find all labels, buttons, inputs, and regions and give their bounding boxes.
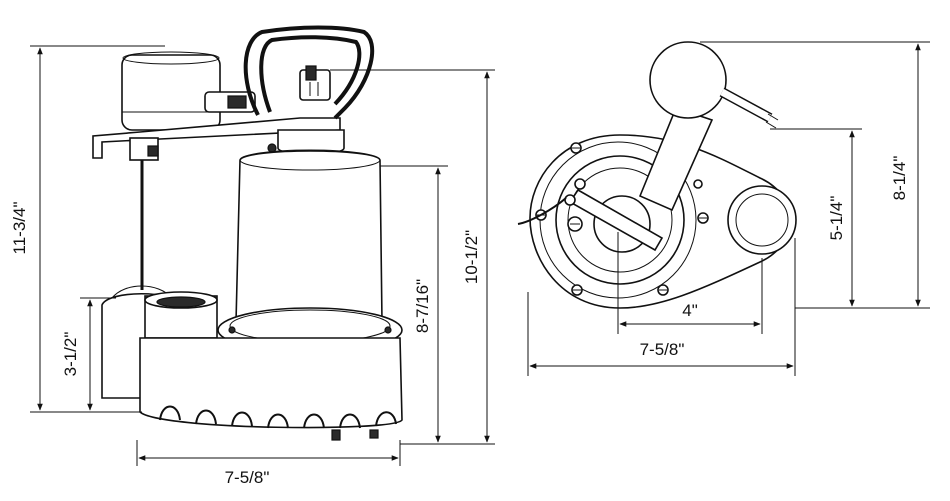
side-float-height-label: 3-1/2" — [61, 332, 80, 377]
mounting-bracket — [92, 117, 341, 159]
side-base-width-label: 7-5/8" — [225, 468, 270, 487]
side-total-height-label: 10-1/2" — [462, 230, 481, 284]
top-view-dimensions — [527, 41, 930, 376]
top-discharge-opening — [727, 185, 797, 255]
switch-housing — [121, 51, 256, 131]
top-base-width-label: 7-5/8" — [640, 340, 685, 359]
motor-housing — [235, 150, 383, 332]
base-slots — [159, 405, 397, 429]
side-view-pump — [92, 25, 403, 441]
side-motor-height-label: 8-7/16" — [413, 279, 432, 333]
top-discharge-depth-label: 5-1/4" — [827, 196, 846, 241]
side-overall-height-label: 11-3/4" — [10, 202, 29, 255]
pump-base — [139, 337, 403, 429]
top-float-rod — [517, 178, 664, 252]
discharge-port — [144, 291, 218, 339]
side-view-dimensions — [30, 45, 495, 466]
carry-handle — [243, 25, 375, 120]
top-switch-arm — [638, 107, 714, 212]
top-switch-housing — [649, 41, 727, 119]
float-rod — [129, 137, 159, 290]
top-view-pump — [517, 41, 797, 309]
top-power-cord — [719, 87, 779, 129]
top-cord-stub — [299, 65, 331, 101]
top-overall-depth-label: 8-1/4" — [890, 156, 909, 201]
top-screws — [535, 142, 709, 296]
top-discharge-offset-label: 4" — [682, 301, 698, 320]
